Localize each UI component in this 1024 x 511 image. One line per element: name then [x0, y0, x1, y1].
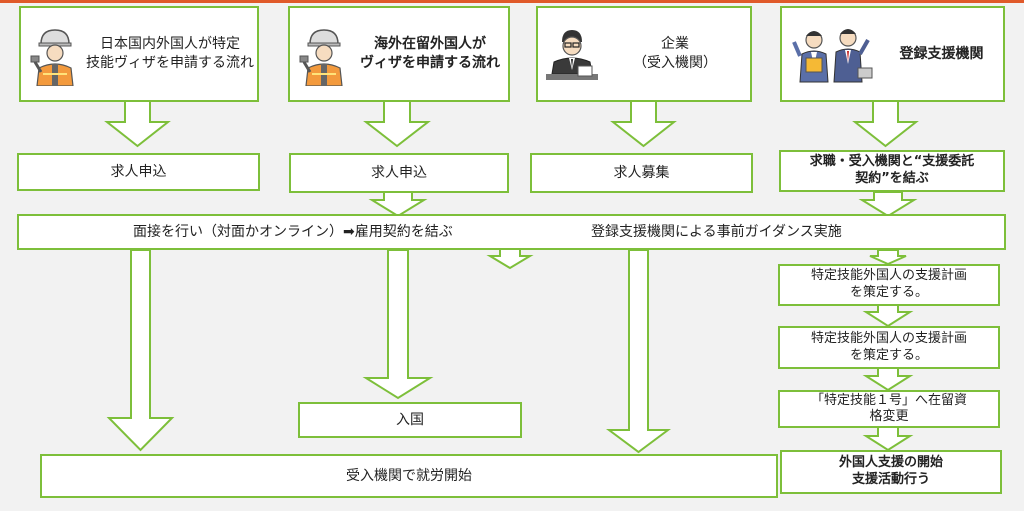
arrow-down	[486, 248, 534, 270]
support-plan-step: 特定技能外国人の支援計画 を策定する。	[778, 326, 1000, 369]
header-text-line2: （受入機関）	[633, 55, 717, 71]
box-text: 受入機関で就労開始	[346, 467, 472, 484]
step-text-line1: 「特定技能１号」へ在留資	[810, 392, 967, 408]
top-accent-bar	[0, 0, 1024, 3]
entry-box: 入国	[298, 402, 522, 438]
support-contract-box: 求職・受入機関と“支援委託 契約”を結ぶ	[779, 150, 1005, 192]
arrow-down	[852, 100, 919, 148]
support-plan-step: 特定技能外国人の支援計画 を策定する。	[778, 264, 1000, 306]
businessman-icon	[546, 30, 598, 80]
header-support-organization: 登録支援機関	[780, 6, 1005, 102]
header-domestic-foreigner: 日本国内外国人が特定 技能ヴィザを申請する流れ	[19, 6, 259, 102]
arrow-down	[605, 249, 672, 454]
arrow-down	[363, 100, 431, 148]
header-company: 企業 （受入機関）	[536, 6, 752, 102]
interview-contract-text: 面接を行い（対面かオンライン）➡雇用契約を結ぶ	[133, 223, 453, 240]
recruitment-box: 求人募集	[530, 153, 753, 193]
arrow-down	[862, 304, 914, 328]
box-text-line1: 外国人支援の開始	[838, 455, 943, 471]
job-application-box: 求人申込	[17, 153, 260, 191]
arrow-down	[610, 100, 677, 148]
arrow-down	[368, 191, 428, 218]
header-text-line1: 日本国内外国人が特定	[100, 36, 240, 53]
header-overseas-foreigner: 海外在留外国人が ヴィザを申請する流れ	[288, 6, 510, 102]
header-text-line1: 海外在留外国人が	[374, 36, 486, 53]
arrow-down	[869, 249, 907, 266]
step-text-line1: 特定技能外国人の支援計画	[810, 268, 967, 284]
box-text-line2: 支援活動行う	[851, 472, 930, 487]
arrow-down	[858, 191, 918, 218]
header-text-line2: ヴィザを申請する流れ	[360, 55, 500, 71]
job-application-box: 求人申込	[289, 153, 509, 193]
box-text-line2: 契約”を結ぶ	[855, 171, 929, 186]
step-text-line2: を策定する。	[849, 347, 928, 363]
start-work-box: 受入機関で就労開始	[40, 454, 778, 498]
step-text-line1: 特定技能外国人の支援計画	[810, 330, 967, 346]
support-start-box: 外国人支援の開始 支援活動行う	[780, 450, 1002, 494]
support-staff-icon	[792, 29, 873, 83]
box-text-line1: 求職・受入機関と“支援委託	[809, 154, 975, 170]
box-text: 求人募集	[613, 164, 670, 181]
arrow-down	[862, 367, 914, 392]
box-text: 求人申込	[110, 163, 167, 180]
arrow-down	[106, 249, 175, 452]
step-text-line2: を策定する。	[849, 285, 928, 300]
status-change-step: 「特定技能１号」へ在留資 格変更	[778, 390, 1000, 428]
step-text-line2: 格変更	[869, 409, 909, 424]
guidance-text: 登録支援機関による事前ガイダンス実施	[591, 223, 842, 240]
worker-icon	[299, 29, 343, 86]
worker-icon	[30, 29, 74, 86]
box-text: 入国	[396, 411, 424, 428]
header-text-line1: 企業	[661, 36, 689, 53]
arrow-down	[362, 249, 434, 400]
header-text-line2: 技能ヴィザを申請する流れ	[86, 55, 254, 71]
box-text: 求人申込	[371, 164, 427, 181]
interview-guidance-row: 面接を行い（対面かオンライン）➡雇用契約を結ぶ 登録支援機関による事前ガイダンス…	[17, 214, 1006, 250]
arrow-down	[104, 100, 171, 148]
header-text-line1: 登録支援機関	[899, 45, 984, 62]
arrow-down	[862, 426, 914, 452]
